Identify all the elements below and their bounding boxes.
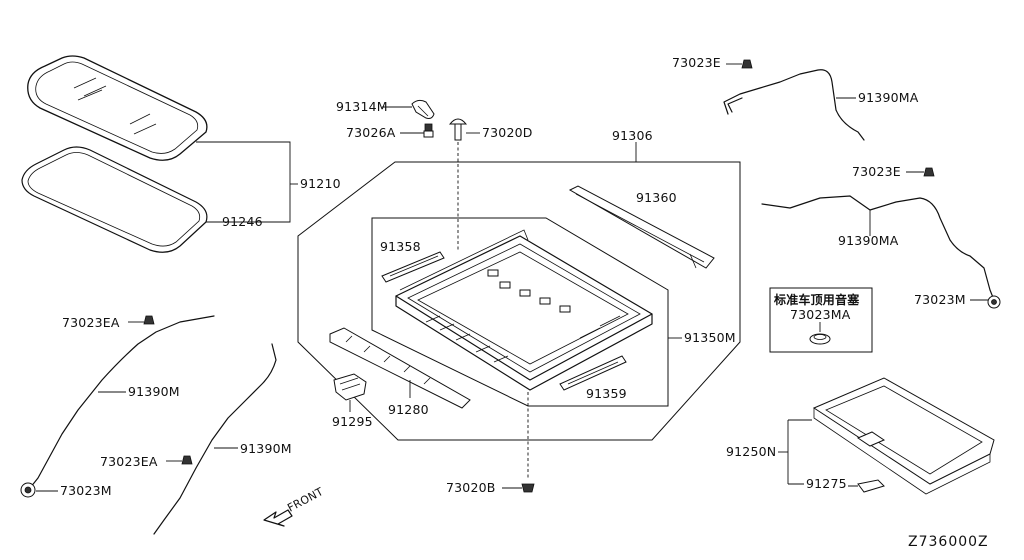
assembly-91350M-outline <box>371 217 669 407</box>
drain-hose-91390MA-mid <box>761 195 995 301</box>
drain-hose-91390MA-top-end <box>727 97 743 113</box>
label-73020B: 73020B <box>446 480 496 495</box>
drain-hose-91390MA-top <box>723 69 865 141</box>
front-arrow-icon <box>263 509 293 527</box>
part-91360 <box>568 185 715 269</box>
label-73023M-left: 73023M <box>60 483 112 498</box>
label-91280: 91280 <box>388 402 429 417</box>
sunshade-91250N <box>812 377 995 495</box>
label-91390MA-top: 91390MA <box>858 90 919 105</box>
label-73023EA-bottom: 73023EA <box>100 454 158 469</box>
label-91275: 91275 <box>806 476 847 491</box>
clip-73023E-top <box>741 59 753 69</box>
label-91390MA-mid: 91390MA <box>838 233 899 248</box>
inset-note-title: 标准车顶用音塞 <box>773 292 860 307</box>
label-73023M-right: 73023M <box>914 292 966 307</box>
part-91295 <box>333 373 367 401</box>
label-91359: 91359 <box>586 386 627 401</box>
part-73026A <box>423 123 434 138</box>
inset-note-part: 73023MA <box>790 307 851 322</box>
leader-91210-bracket <box>196 141 291 223</box>
label-73023E-mid: 73023E <box>852 164 901 179</box>
clip-73023EA-left <box>143 315 155 325</box>
label-73023EA-left: 73023EA <box>62 315 120 330</box>
drain-hose-91390M-bottom <box>153 343 277 535</box>
sunroof-frame <box>395 229 653 391</box>
grommet-73023M-right <box>987 295 1001 309</box>
label-91306: 91306 <box>612 128 653 143</box>
direction-label: FRONT <box>285 485 325 515</box>
part-91358 <box>381 251 445 283</box>
glass-seal <box>21 146 208 253</box>
inset-note-box <box>769 287 873 353</box>
label-91358: 91358 <box>380 239 421 254</box>
label-73020D: 73020D <box>482 125 533 140</box>
label-73026A: 73026A <box>346 125 396 140</box>
label-91314M: 91314M <box>336 99 388 114</box>
part-91314M <box>411 99 435 119</box>
label-91246: 91246 <box>222 214 263 229</box>
clip-73023EA-bottom <box>181 455 193 465</box>
label-91360: 91360 <box>636 190 677 205</box>
part-91275 <box>857 479 885 493</box>
glass-panel <box>27 55 208 161</box>
leader-91250N-bracket <box>787 419 812 484</box>
assembly-91306-outline <box>297 161 741 441</box>
part-91359 <box>559 355 627 391</box>
leader-91275 <box>788 483 858 487</box>
plug-73023MA <box>809 333 831 345</box>
label-91390M-bottom: 91390M <box>240 441 292 456</box>
label-91295: 91295 <box>332 414 373 429</box>
drain-hose-91390M-left <box>29 315 215 489</box>
diagram-code: Z736000Z <box>908 534 989 550</box>
label-91210: 91210 <box>300 176 341 191</box>
clip-73023E-mid <box>923 167 935 177</box>
label-91350M: 91350M <box>684 330 736 345</box>
part-73020B <box>521 483 535 493</box>
label-73023E-top: 73023E <box>672 55 721 70</box>
part-73020D <box>448 118 468 141</box>
label-91390M-left: 91390M <box>128 384 180 399</box>
part-91280 <box>329 327 471 409</box>
grommet-73023M-left <box>20 482 36 498</box>
label-91250N: 91250N <box>726 444 776 459</box>
